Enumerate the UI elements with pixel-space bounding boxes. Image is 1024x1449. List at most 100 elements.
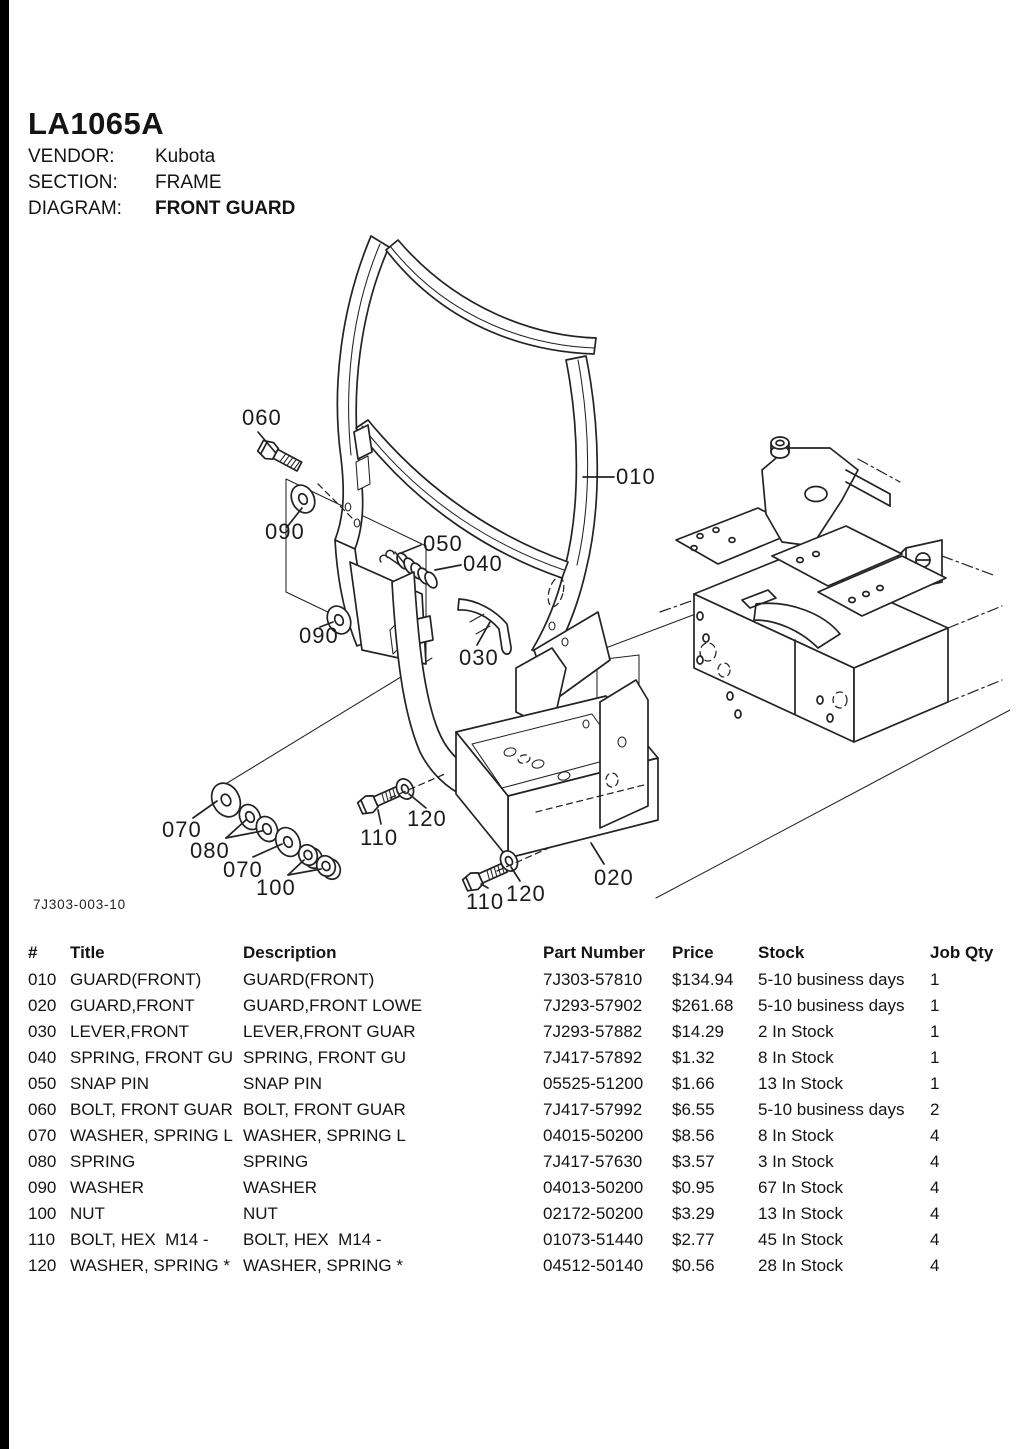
cell-stock: 3 In Stock	[758, 1152, 834, 1171]
cell-title: WASHER, SPRING *	[70, 1256, 230, 1275]
cell-stock: 2 In Stock	[758, 1022, 834, 1041]
section-value: FRAME	[155, 172, 222, 193]
callout-label: 120	[506, 881, 546, 906]
callout-label: 110	[360, 825, 399, 850]
cell-price: $3.57	[672, 1152, 715, 1171]
cell-job_qty: 4	[930, 1230, 940, 1249]
washer-stack	[210, 782, 342, 881]
cell-title: GUARD(FRONT)	[70, 970, 202, 989]
meta-row-diagram: DIAGRAM: FRONT GUARD	[28, 196, 295, 222]
callout-label: 070	[223, 857, 263, 882]
cell-description: WASHER, SPRING L	[243, 1126, 406, 1145]
table-row: 030 LEVER,FRONT LEVER,FRONT GUAR 7J293-5788…	[28, 1022, 1008, 1048]
hardware-drawing	[210, 437, 552, 895]
meta-block: VENDOR:Kubota SECTION: FRAME DIAGRAM: FRON…	[28, 144, 295, 222]
cell-stock: 5-10 business days	[758, 1100, 905, 1119]
cell-stock: 45 In Stock	[758, 1230, 844, 1249]
cell-stock: 67 In Stock	[758, 1178, 844, 1197]
cell-title: SNAP PIN	[70, 1074, 150, 1093]
cell-description: WASHER	[243, 1178, 317, 1197]
column-header: Stock	[758, 943, 805, 962]
frame-drawing	[659, 436, 1003, 743]
cell-ref: 070	[28, 1126, 57, 1145]
callout-label: 020	[594, 865, 634, 890]
column-header: Price	[672, 943, 714, 962]
cell-description: GUARD(FRONT)	[243, 970, 375, 989]
cell-description: NUT	[243, 1204, 278, 1223]
cell-description: LEVER,FRONT GUAR	[243, 1022, 416, 1041]
cell-job_qty: 4	[930, 1256, 940, 1275]
cell-price: $2.77	[672, 1230, 715, 1249]
column-header: #	[28, 943, 38, 962]
cell-stock: 8 In Stock	[758, 1126, 834, 1145]
cell-part_number: 04512-50140	[543, 1256, 644, 1275]
cell-price: $1.32	[672, 1048, 715, 1067]
cell-job_qty: 4	[930, 1126, 940, 1145]
cell-title: BOLT, FRONT GUAR	[70, 1100, 233, 1119]
lower-guard-drawing	[391, 571, 659, 859]
cell-price: $261.68	[672, 996, 734, 1015]
cell-title: GUARD,FRONT	[70, 996, 195, 1015]
callout-label: 030	[459, 645, 499, 670]
cell-part_number: 04013-50200	[543, 1178, 644, 1197]
column-header: Description	[243, 943, 337, 962]
meta-label: DIAGRAM:	[28, 198, 122, 219]
snap-pin-050	[379, 549, 405, 567]
cell-description: WASHER, SPRING *	[243, 1256, 403, 1275]
cell-stock: 13 In Stock	[758, 1204, 844, 1223]
table-row: 070 WASHER, SPRING L WASHER, SPRING L 04015…	[28, 1126, 1008, 1152]
meta-row-vendor: VENDOR:Kubota	[28, 144, 295, 170]
column-header: Title	[70, 943, 105, 962]
cell-part_number: 7J417-57992	[543, 1100, 643, 1119]
cell-price: $3.29	[672, 1204, 715, 1223]
cell-price: $14.29	[672, 1022, 724, 1041]
cell-job_qty: 1	[930, 1074, 940, 1093]
callout-label: 100	[256, 875, 296, 900]
cell-title: WASHER, SPRING L	[70, 1126, 233, 1145]
table-row: 060 BOLT, FRONT GUAR BOLT, FRONT GUAR 7J417…	[28, 1100, 1008, 1126]
callout-label: 110	[466, 889, 505, 914]
cell-title: WASHER	[70, 1178, 144, 1197]
callout-label: 090	[299, 623, 339, 648]
figure-ref: 7J303-003-10	[33, 897, 126, 912]
meta-label: SECTION:	[28, 172, 118, 193]
cell-ref: 030	[28, 1022, 57, 1041]
cell-job_qty: 4	[930, 1204, 940, 1223]
cell-part_number: 04015-50200	[543, 1126, 644, 1145]
cell-ref: 110	[28, 1230, 56, 1249]
cell-price: $6.55	[672, 1100, 715, 1119]
cell-part_number: 7J303-57810	[543, 970, 643, 989]
cell-job_qty: 4	[930, 1178, 940, 1197]
cell-description: SPRING, FRONT GU	[243, 1048, 407, 1067]
callout-label: 010	[616, 464, 656, 489]
cell-description: SPRING	[243, 1152, 309, 1171]
spring-040	[396, 552, 438, 589]
cell-ref: 040	[28, 1048, 57, 1067]
cell-title: SPRING	[70, 1152, 136, 1171]
cell-title: NUT	[70, 1204, 105, 1223]
cell-price: $0.95	[672, 1178, 715, 1197]
meta-label: VENDOR:	[28, 146, 115, 167]
cell-ref: 100	[28, 1204, 57, 1223]
cell-description: BOLT, FRONT GUAR	[243, 1100, 406, 1119]
cell-title: LEVER,FRONT	[70, 1022, 190, 1041]
cell-title: BOLT, HEX M14 -	[70, 1230, 209, 1249]
cell-stock: 13 In Stock	[758, 1074, 844, 1093]
cell-price: $1.66	[672, 1074, 715, 1093]
cell-part_number: 05525-51200	[543, 1074, 644, 1093]
diagram-value: FRONT GUARD	[155, 198, 296, 219]
column-header: Part Number	[543, 943, 646, 962]
meta-row-section: SECTION: FRAME	[28, 170, 295, 196]
cell-ref: 060	[28, 1100, 57, 1119]
cell-part_number: 7J293-57882	[543, 1022, 643, 1041]
scan-edge-artifact	[0, 0, 9, 1449]
